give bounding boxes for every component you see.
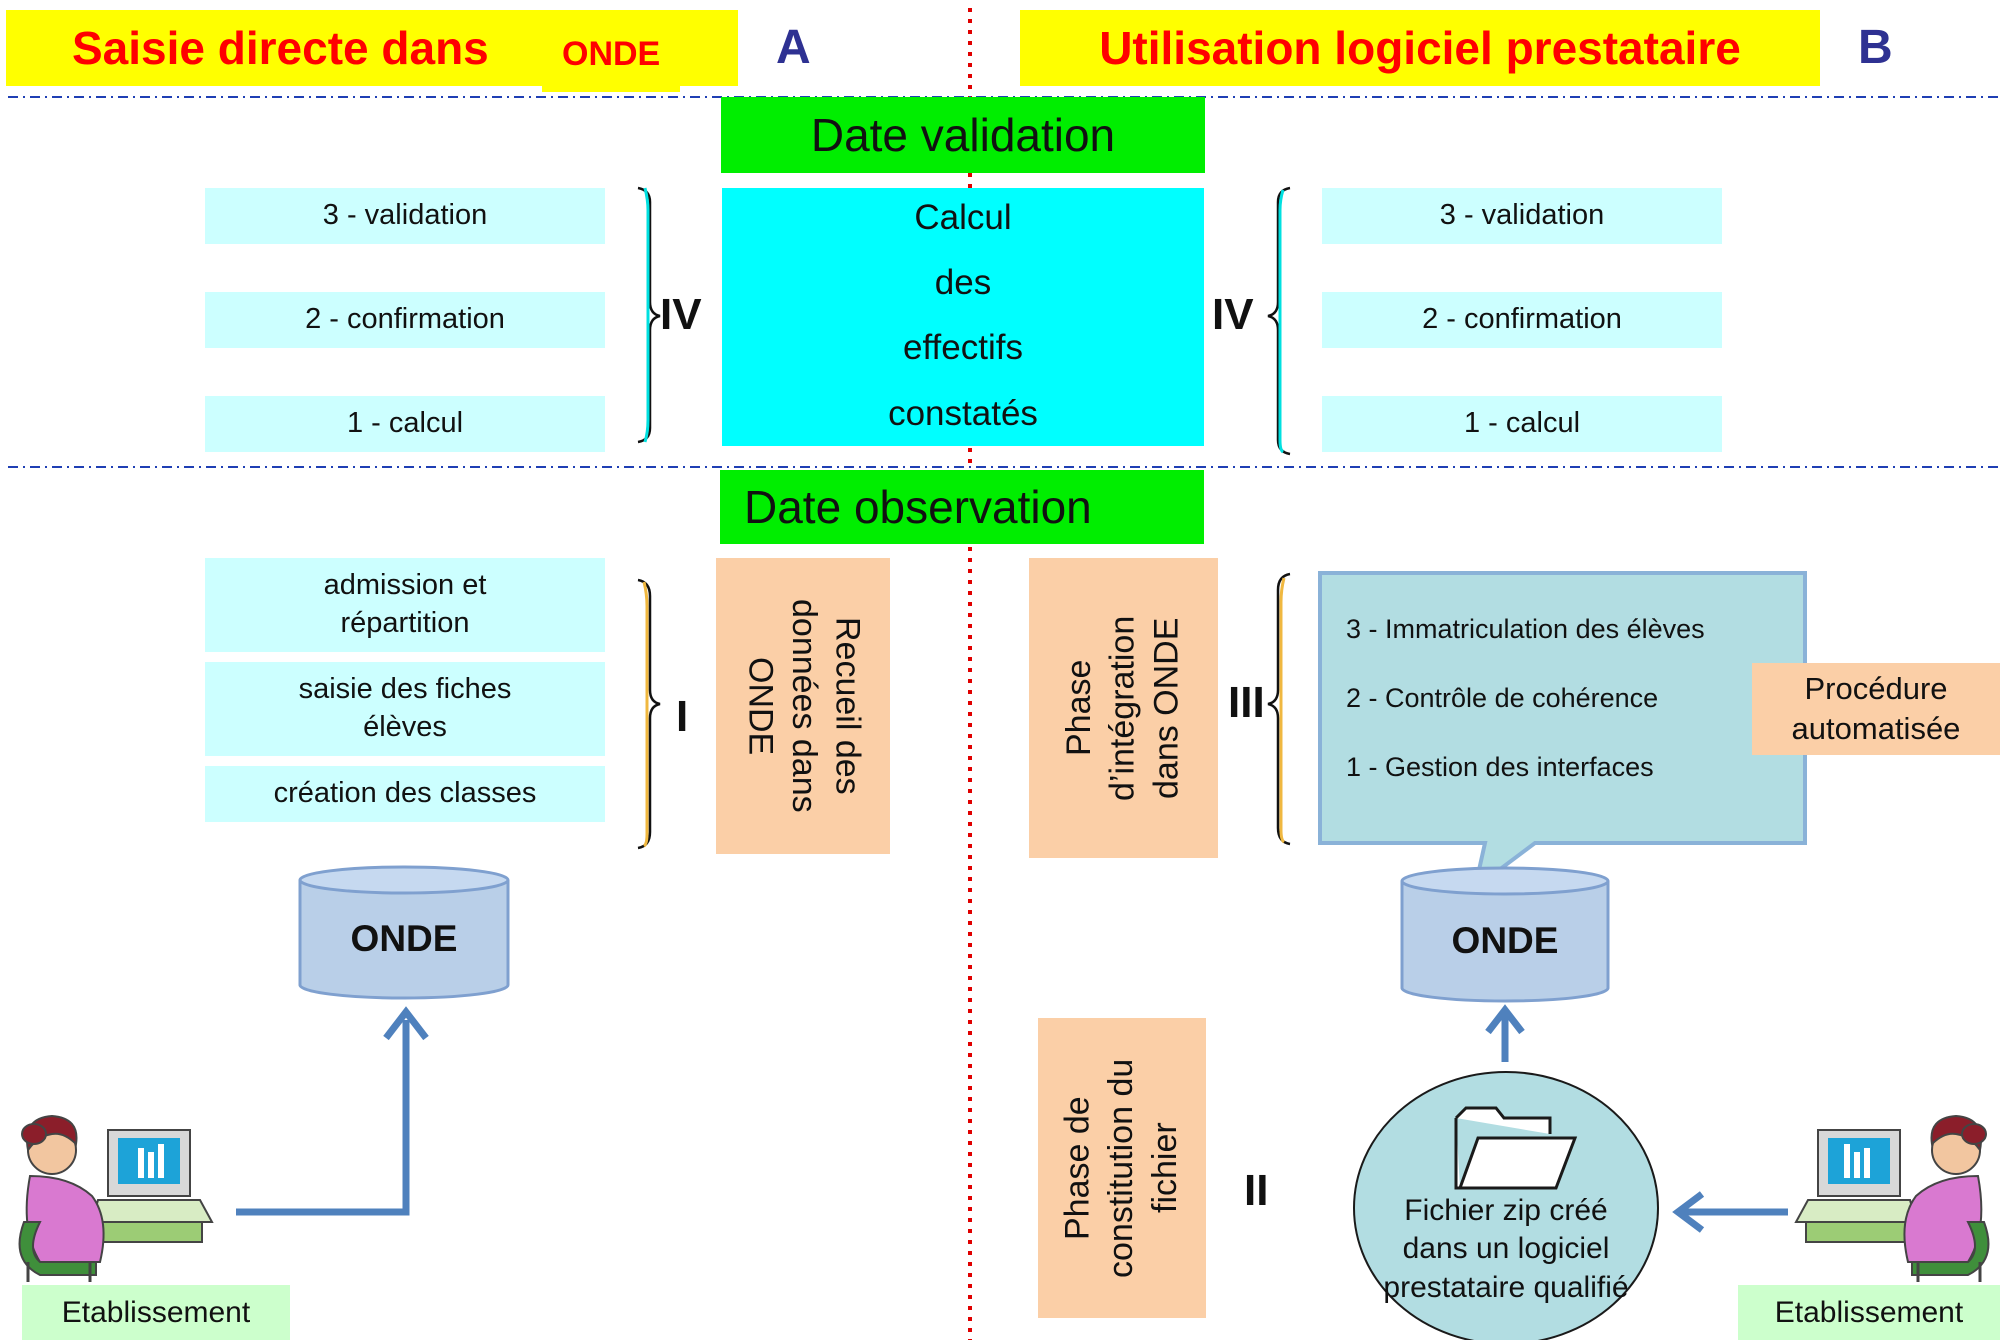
roman-iii: III — [1228, 678, 1265, 727]
procedure-box: Procédure automatisée — [1752, 663, 2000, 755]
fichier-zip-text: Fichier zip créé dans un logiciel presta… — [1383, 1194, 1629, 1304]
roman-i: I — [676, 692, 689, 741]
date-validation: Date validation — [721, 97, 1205, 173]
workstation-icon-left — [18, 1114, 214, 1282]
calcul-box: Calcul des effectifs constatés — [722, 188, 1204, 446]
header-a: Saisie directe dans ONDE — [6, 10, 738, 92]
brace-iii — [1267, 572, 1291, 846]
callout-iii — [1318, 571, 1807, 893]
step-confirmation-left: 2 - confirmation — [205, 292, 605, 348]
phase-constitution-text: Phase de constitution du fichier — [1058, 1058, 1184, 1278]
calcul-line-3: effectifs — [903, 328, 1023, 367]
step-immatriculation: 3 - Immatriculation des élèves — [1346, 614, 1705, 644]
step-calcul-left: 1 - calcul — [205, 396, 605, 452]
db-label-left: ONDE — [350, 918, 458, 959]
date-observation: Date observation — [720, 470, 1204, 544]
step-controle: 2 - Contrôle de cohérence — [1346, 683, 1659, 713]
file-circle — [1353, 1071, 1659, 1340]
header-a-title: Saisie directe dans — [72, 22, 489, 74]
step-gestion-interfaces: 1 - Gestion des interfaces — [1346, 752, 1654, 782]
header-a-onde: ONDE — [542, 16, 681, 92]
calcul-line-2: des — [934, 263, 992, 302]
step-saisie-fiches: saisie des fiches élèves — [205, 662, 605, 756]
recueil-box: Recueil des données dans ONDE — [716, 558, 890, 854]
workstation-icon-right — [1794, 1114, 1990, 1282]
arrow-left-to-onde — [236, 1020, 410, 1216]
step-validation-right: 3 - validation — [1322, 188, 1722, 244]
database-cylinder-right — [1400, 866, 1610, 1003]
brace-iv-left — [637, 186, 661, 444]
folder-icon — [1454, 1106, 1578, 1190]
step-calcul-right: 1 - calcul — [1322, 396, 1722, 452]
roman-iv-left: IV — [660, 290, 702, 339]
step-validation-left: 3 - validation — [205, 188, 605, 244]
phase-constitution-box: Phase de constitution du fichier — [1038, 1018, 1206, 1318]
roman-iv-right: IV — [1212, 290, 1254, 339]
brace-i — [637, 578, 661, 850]
etablissement-left: Etablissement — [22, 1285, 290, 1340]
phase-integration-box: Phase d’intégration dans ONDE — [1029, 558, 1218, 858]
brace-iv-right — [1267, 186, 1291, 456]
letter-a: A — [776, 21, 811, 74]
letter-b: B — [1858, 21, 1893, 74]
header-b: Utilisation logiciel prestataire — [1020, 10, 1820, 86]
calcul-line-1: Calcul — [914, 198, 1012, 237]
db-label-right: ONDE — [1451, 920, 1559, 961]
etablissement-right: Etablissement — [1738, 1285, 2000, 1340]
header-b-title: Utilisation logiciel prestataire — [1099, 22, 1741, 74]
step-creation-classes: création des classes — [205, 766, 605, 822]
step-confirmation-right: 2 - confirmation — [1322, 292, 1722, 348]
phase-integration-text: Phase d’intégration dans ONDE — [1060, 615, 1186, 801]
calcul-line-4: constatés — [888, 394, 1038, 433]
step-admission: admission et répartition — [205, 558, 605, 652]
recueil-text: Recueil des données dans ONDE — [741, 599, 867, 813]
database-cylinder-left — [298, 865, 510, 1000]
roman-ii: II — [1244, 1166, 1269, 1215]
